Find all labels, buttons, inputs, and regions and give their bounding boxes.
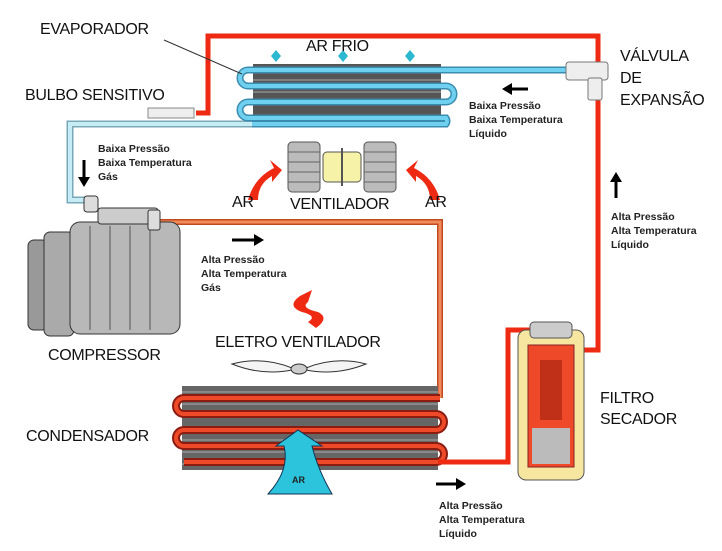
heat-icon	[293, 290, 324, 328]
cold-air-arrows	[271, 50, 415, 62]
label-evaporador: EVAPORADOR	[40, 21, 149, 38]
label-ar-frio: AR FRIO	[306, 38, 369, 55]
label-ar-right: AR	[425, 194, 447, 211]
compressor	[27, 195, 181, 337]
expansion-valve	[565, 61, 609, 101]
electric-fan	[230, 360, 368, 375]
air-arrow-left	[248, 160, 282, 200]
label-condensador: CONDENSADOR	[26, 428, 149, 445]
liquid-line-top	[196, 33, 601, 353]
evaporator	[236, 64, 598, 128]
label-compressor: COMPRESSOR	[48, 347, 161, 364]
air-arrow-right	[406, 160, 440, 200]
label-ar-condenser: AR	[292, 475, 305, 485]
flow-arrows	[78, 83, 622, 490]
filtro-secador	[517, 321, 585, 481]
blower-fan	[287, 141, 397, 193]
condenser-air	[266, 429, 333, 495]
label-eletro-ventilador: ELETRO VENTILADOR	[215, 334, 381, 351]
label-ventilador: VENTILADOR	[290, 196, 390, 213]
label-ar-left: AR	[232, 194, 254, 211]
bulbo-sensitivo	[147, 107, 195, 119]
liquid-line-bottom	[438, 327, 530, 465]
evaporador-pointer	[163, 39, 243, 75]
label-bulbo: BULBO SENSITIVO	[25, 87, 165, 104]
